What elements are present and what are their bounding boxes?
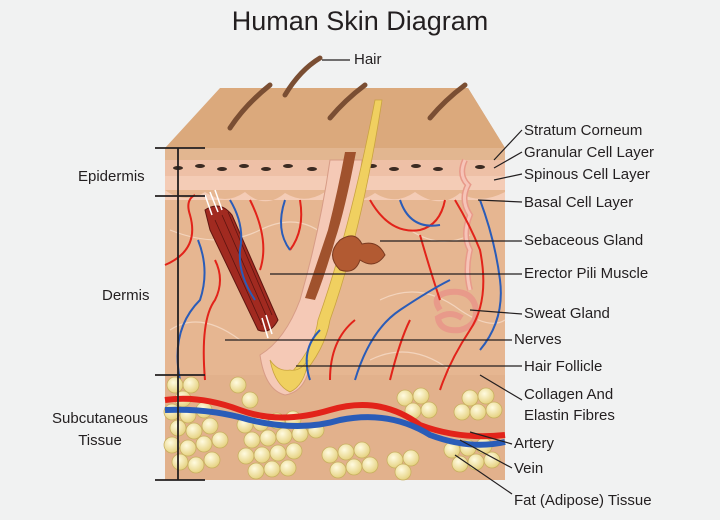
label-basal-cell-layer: Basal Cell Layer <box>524 194 633 212</box>
stratum-corneum-band <box>165 148 505 160</box>
label-sebaceous-gland: Sebaceous Gland <box>524 232 643 250</box>
label-hair: Hair <box>354 51 382 69</box>
label-dermis: Dermis <box>102 287 150 305</box>
label-nerves: Nerves <box>514 331 562 349</box>
label-spinous-cell-layer: Spinous Cell Layer <box>524 166 650 184</box>
label-vein: Vein <box>514 460 543 478</box>
label-collagen-elastin: Collagen And Elastin Fibres <box>524 386 615 425</box>
label-subcutaneous-line2: Tissue <box>40 432 160 450</box>
label-subcutaneous-line1: Subcutaneous <box>40 410 160 428</box>
label-epidermis: Epidermis <box>78 168 145 186</box>
label-granular-cell-layer: Granular Cell Layer <box>524 144 654 162</box>
label-artery: Artery <box>514 435 554 453</box>
label-subcutaneous-tissue: Subcutaneous Tissue <box>40 410 160 450</box>
label-fat-tissue: Fat (Adipose) Tissue <box>514 492 652 510</box>
label-erector-pili-muscle: Erector Pili Muscle <box>524 265 648 283</box>
label-hair-follicle: Hair Follicle <box>524 358 602 376</box>
label-stratum-corneum: Stratum Corneum <box>524 122 642 140</box>
label-collagen-line1: Collagen And <box>524 386 615 404</box>
label-sweat-gland: Sweat Gland <box>524 305 610 323</box>
label-collagen-line2: Elastin Fibres <box>524 407 615 425</box>
